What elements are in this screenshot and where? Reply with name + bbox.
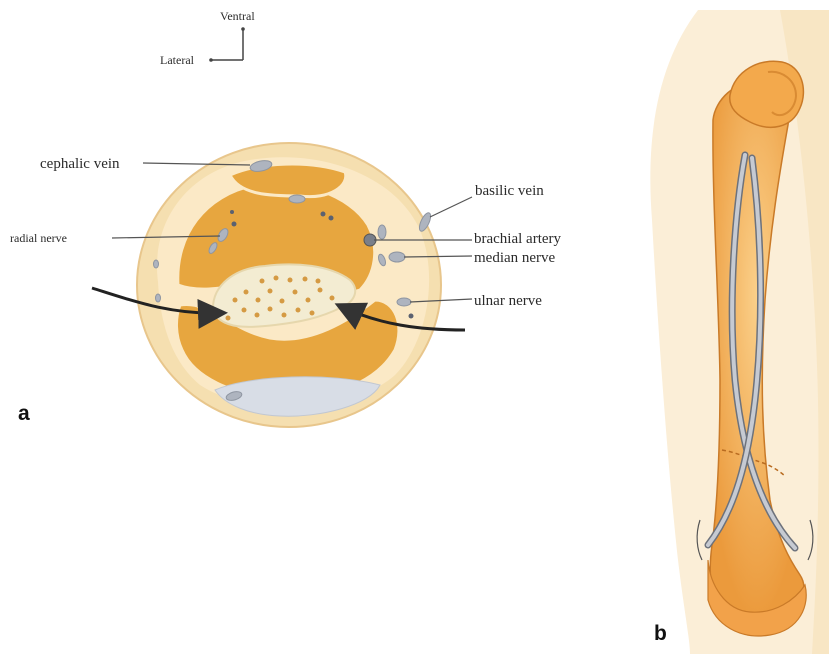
- lateral-label: Lateral: [160, 53, 195, 67]
- arm-cross-section: [92, 143, 465, 427]
- humerus-illustration: [650, 10, 829, 654]
- orientation-indicator: Ventral Lateral: [160, 9, 255, 67]
- cephalic-vein-label: cephalic vein: [40, 156, 120, 172]
- ventral-label: Ventral: [220, 9, 255, 23]
- panel-label-a: a: [18, 402, 30, 425]
- ulnar-nerve-label: ulnar nerve: [474, 293, 542, 309]
- ulnar-nerve-shape: [397, 298, 411, 306]
- radial-nerve-label: radial nerve: [10, 231, 67, 245]
- panel-label-b: b: [654, 622, 667, 645]
- basilic-vein-label: basilic vein: [475, 183, 544, 199]
- brachial-artery-label: brachial artery: [474, 231, 562, 247]
- median-nerve-label: median nerve: [474, 250, 556, 266]
- median-nerve-shape: [389, 252, 405, 262]
